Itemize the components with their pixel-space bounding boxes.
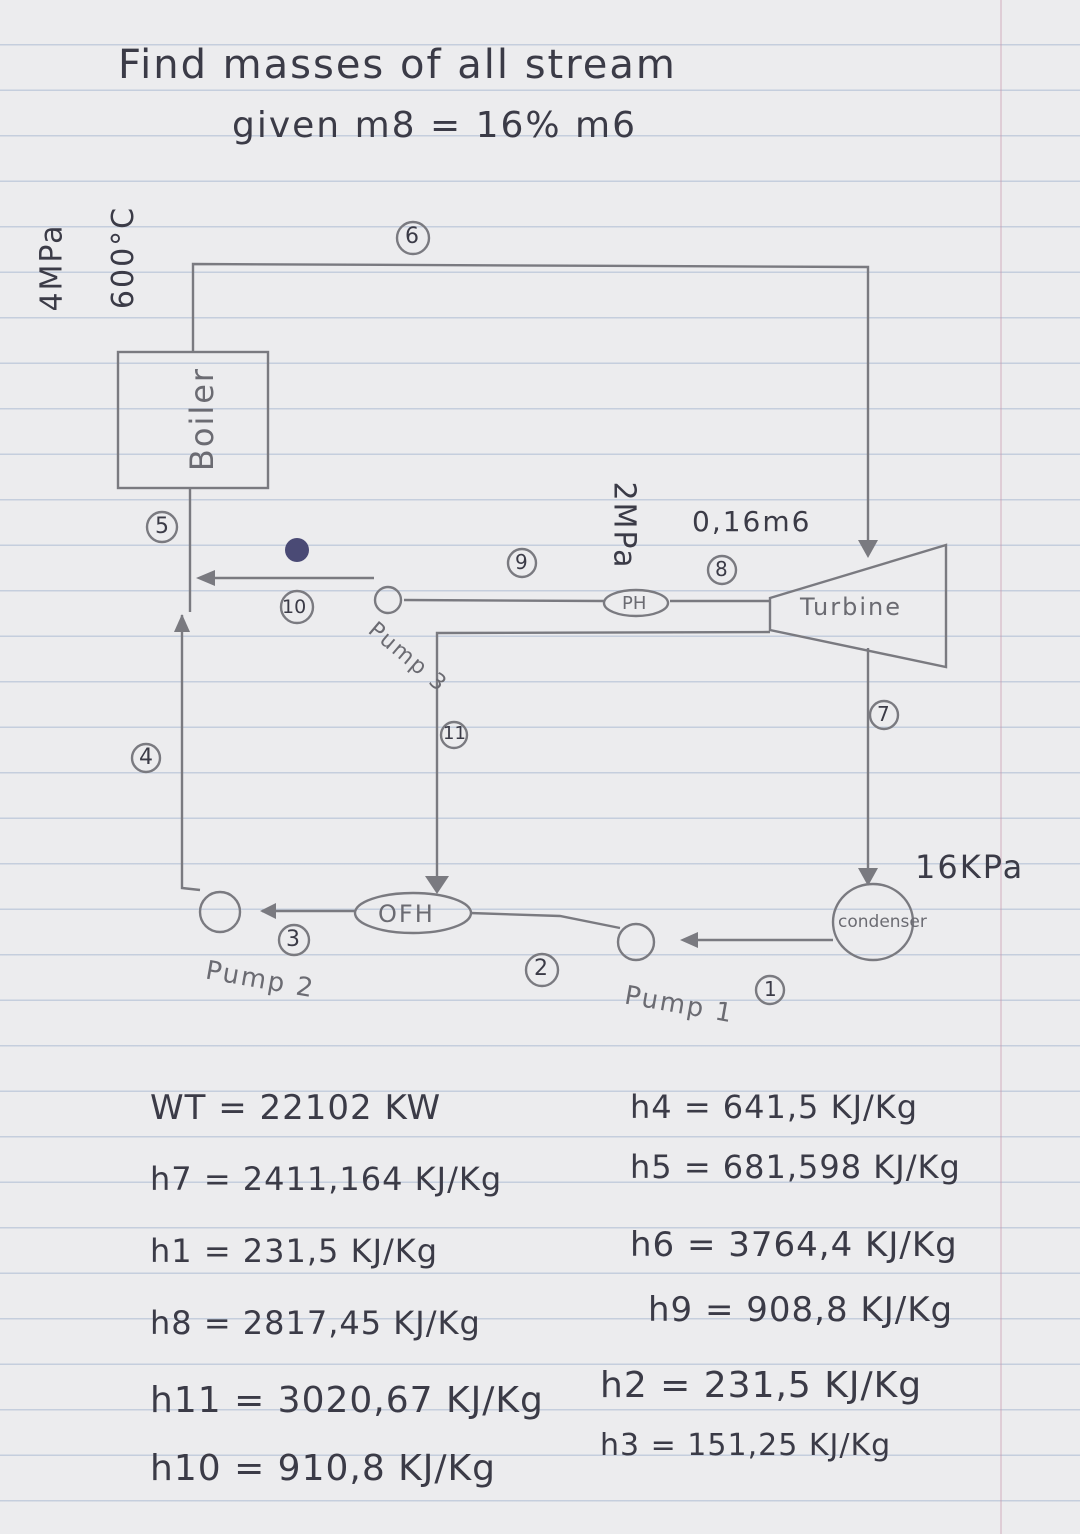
arrow-up-line-4 bbox=[174, 614, 190, 632]
result-turbine-work: WT = 22102 KW bbox=[150, 1088, 442, 1128]
arrow-into-turbine bbox=[858, 540, 878, 558]
pump2-shape bbox=[198, 890, 242, 934]
ofh-shape bbox=[353, 891, 473, 935]
problem-statement-line2: given m8 = 16% m6 bbox=[232, 105, 638, 146]
state-circle-2 bbox=[524, 952, 560, 988]
extraction-fraction: 0,16m6 bbox=[692, 505, 812, 538]
result-h1: h1 = 231,5 KJ/Kg bbox=[150, 1232, 439, 1270]
line-state-11 bbox=[435, 630, 771, 878]
state-label-11: 11 bbox=[443, 723, 466, 744]
state-label-1: 1 bbox=[764, 977, 779, 1001]
line-state-4 bbox=[180, 615, 201, 892]
extraction-pressure: 2MPa bbox=[606, 481, 642, 570]
arrow-into-condenser bbox=[858, 868, 878, 886]
boiler-temperature: 600°C bbox=[106, 205, 142, 310]
state-label-3: 3 bbox=[286, 927, 302, 952]
state-label-10: 10 bbox=[282, 596, 307, 618]
ofh-label: OFH bbox=[378, 900, 435, 928]
pump1-shape bbox=[616, 922, 656, 962]
state-label-7: 7 bbox=[877, 702, 892, 726]
scribbled-state-mark bbox=[285, 538, 309, 562]
boiler-pressure: 4MPa bbox=[34, 223, 70, 312]
result-h5: h5 = 681,598 KJ/Kg bbox=[630, 1148, 961, 1186]
result-h6: h6 = 3764,4 KJ/Kg bbox=[630, 1225, 958, 1265]
state-label-2: 2 bbox=[534, 956, 550, 981]
state-label-5: 5 bbox=[155, 514, 171, 539]
state-label-9: 9 bbox=[515, 550, 530, 574]
condenser-pressure: 16KPa bbox=[915, 848, 1025, 886]
turbine-shape bbox=[768, 543, 948, 669]
ph-shape bbox=[602, 588, 670, 618]
result-h3: h3 = 151,25 KJ/Kg bbox=[600, 1428, 892, 1463]
state-circle-10 bbox=[279, 589, 315, 625]
state-circle-3 bbox=[277, 923, 311, 957]
state-circle-7 bbox=[868, 699, 900, 731]
line-state-9 bbox=[403, 598, 605, 603]
result-h2: h2 = 231,5 KJ/Kg bbox=[600, 1365, 923, 1406]
ph-label: PH bbox=[622, 593, 647, 614]
state-circle-9 bbox=[506, 547, 538, 579]
state-label-4: 4 bbox=[139, 745, 155, 770]
state-label-8: 8 bbox=[715, 557, 730, 581]
result-h4: h4 = 641,5 KJ/Kg bbox=[630, 1088, 919, 1126]
result-h8: h8 = 2817,45 KJ/Kg bbox=[150, 1304, 481, 1342]
problem-statement-line1: Find masses of all stream bbox=[118, 42, 677, 88]
result-h9: h9 = 908,8 KJ/Kg bbox=[648, 1290, 954, 1330]
state-circle-8 bbox=[706, 554, 738, 586]
line-state-2 bbox=[469, 911, 621, 930]
condenser-shape bbox=[831, 882, 915, 962]
state-circle-5 bbox=[145, 510, 179, 544]
arrow-into-mix bbox=[196, 570, 215, 586]
result-h7: h7 = 2411,164 KJ/Kg bbox=[150, 1160, 503, 1198]
pump3-shape bbox=[373, 585, 403, 615]
result-h10: h10 = 910,8 KJ/Kg bbox=[150, 1448, 496, 1489]
turbine-label: Turbine bbox=[800, 593, 902, 621]
state-label-6: 6 bbox=[405, 224, 421, 249]
result-h11: h11 = 3020,67 KJ/Kg bbox=[150, 1380, 544, 1421]
condenser-label: condenser bbox=[838, 912, 927, 932]
state-circle-11 bbox=[439, 720, 469, 750]
state-circle-1 bbox=[754, 974, 786, 1006]
arrow-into-pump2 bbox=[260, 903, 276, 919]
state-circle-4 bbox=[130, 742, 162, 774]
arrow-into-ofh bbox=[425, 876, 449, 894]
arrow-into-pump1 bbox=[680, 932, 698, 948]
boiler-label: Boiler bbox=[183, 366, 222, 472]
line-state-6 bbox=[191, 262, 870, 548]
state-circle-6 bbox=[395, 220, 431, 256]
paper-margin-line bbox=[1000, 0, 1002, 1534]
